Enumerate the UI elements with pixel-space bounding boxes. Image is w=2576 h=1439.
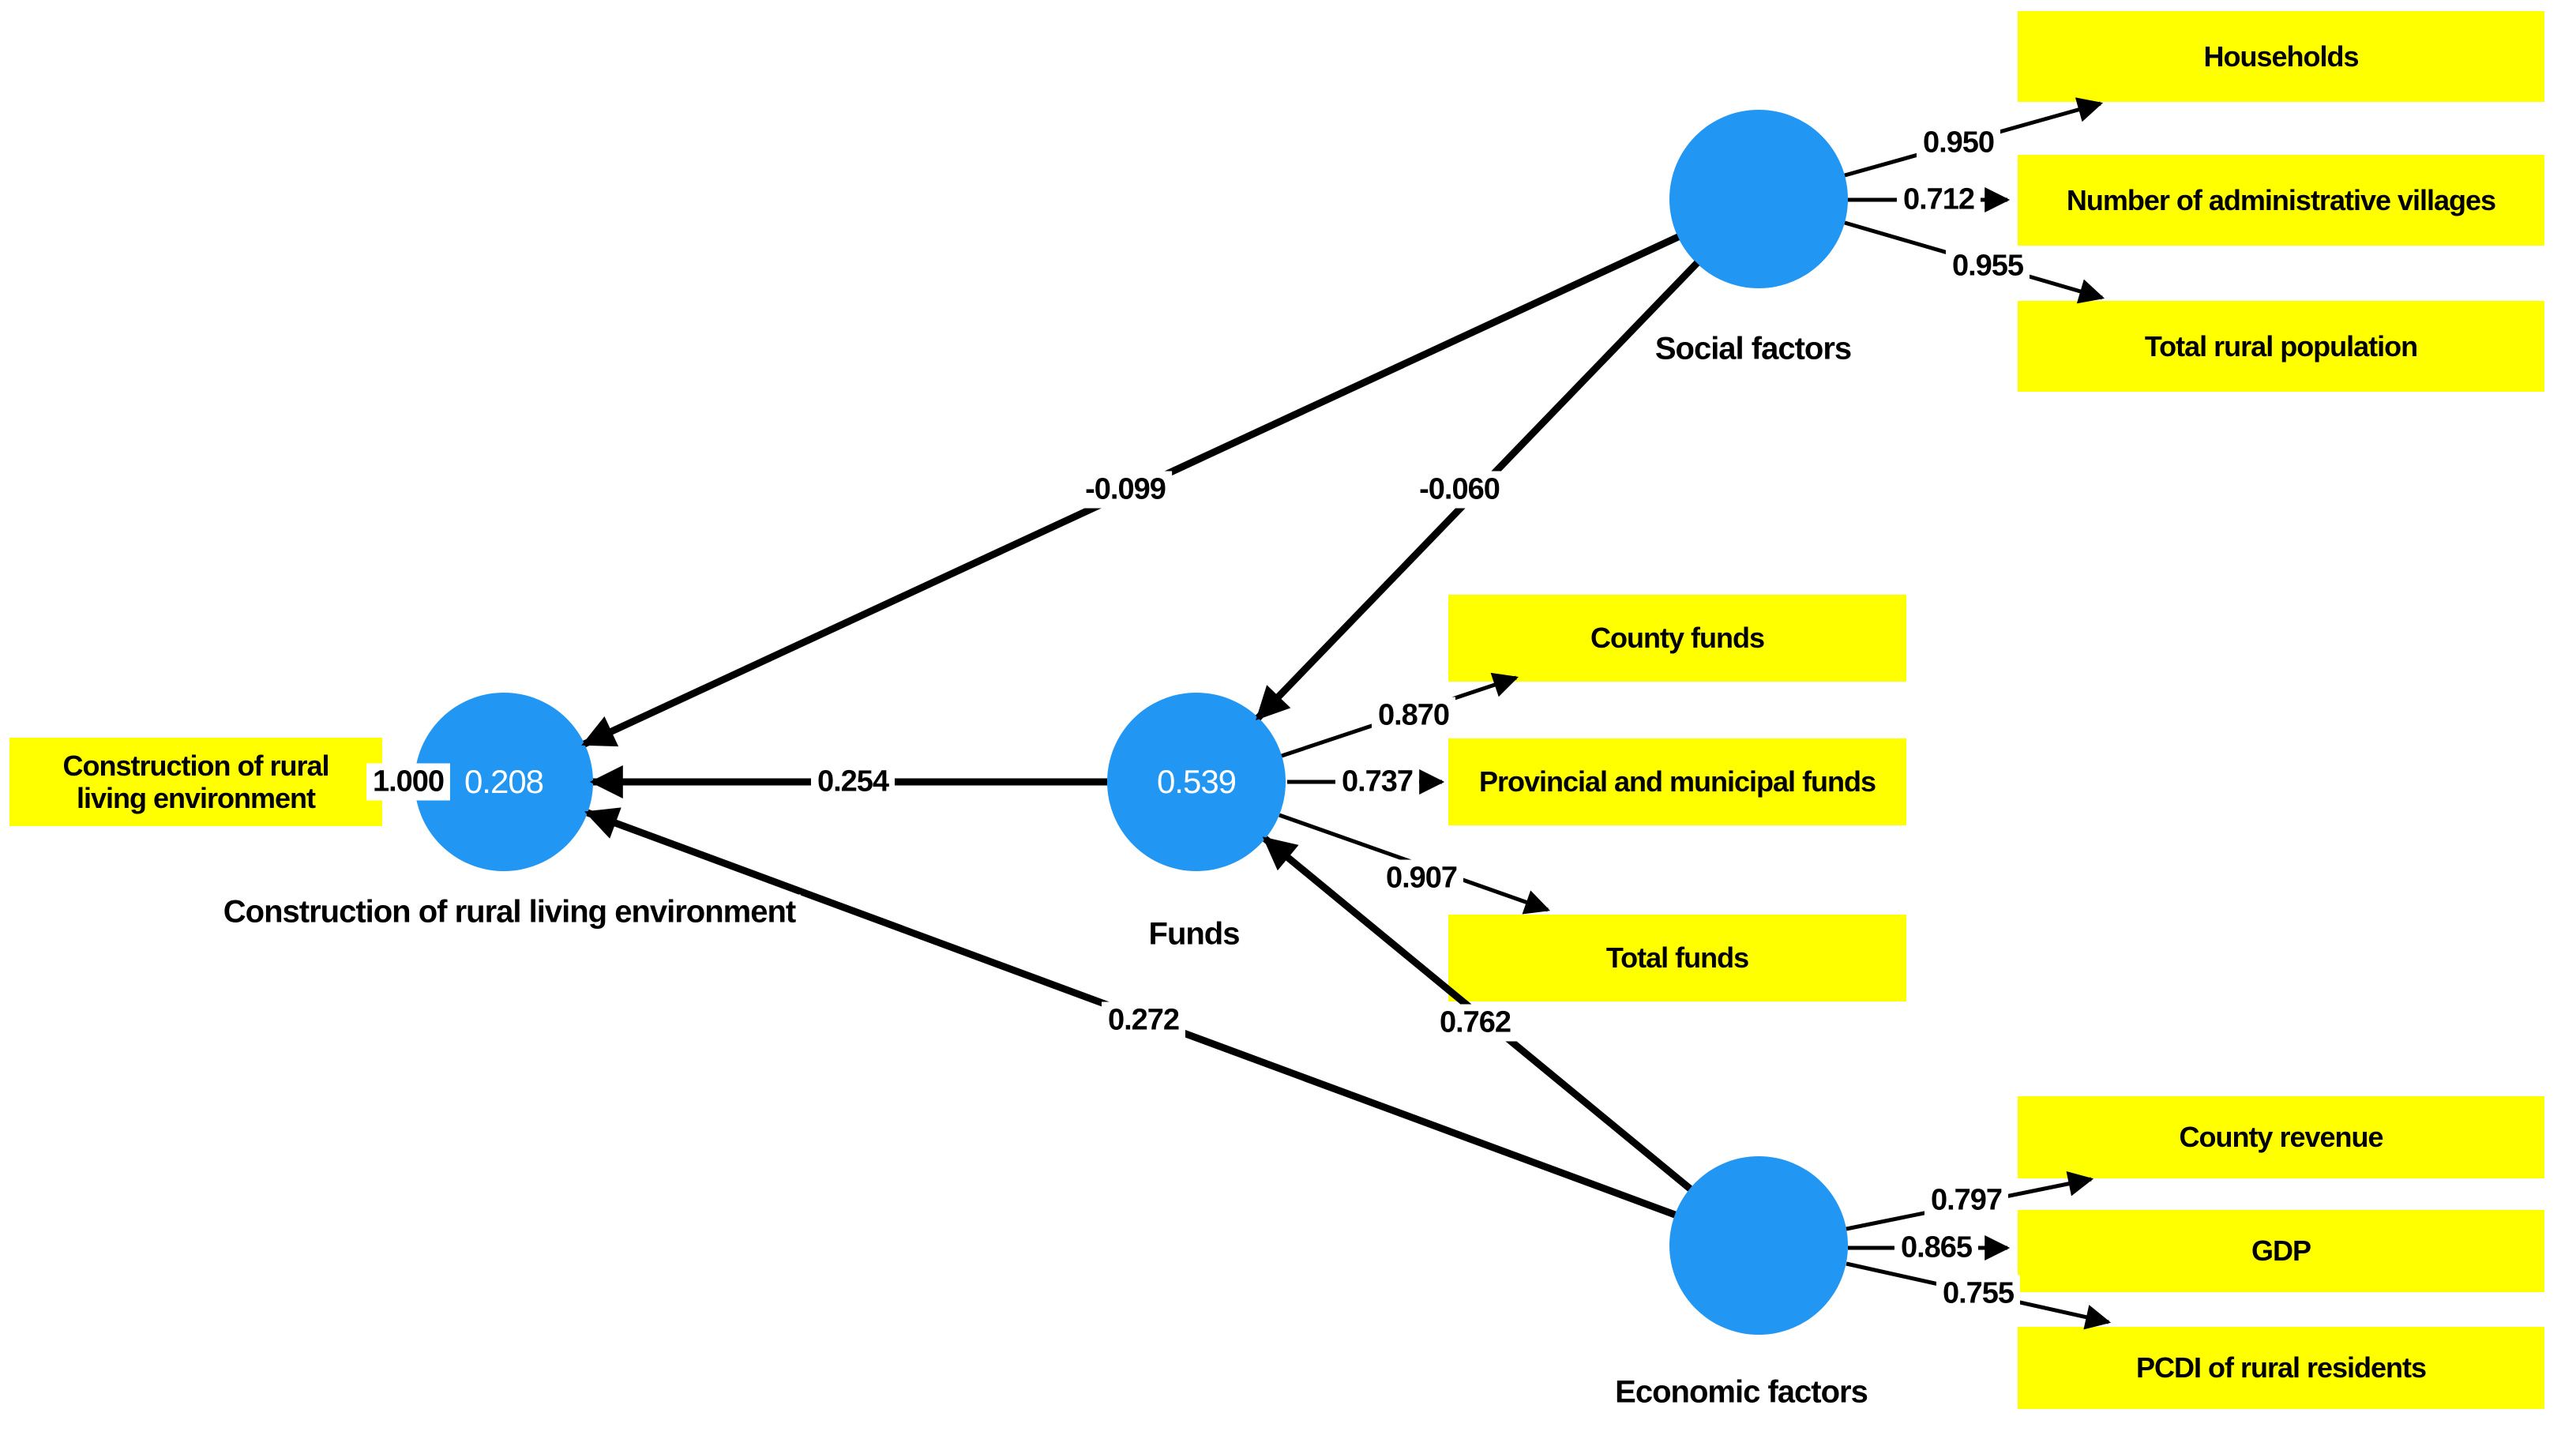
latent-node-funds: 0.539 [1107, 693, 1286, 871]
indicator-box-total-funds: Total funds [1448, 915, 1906, 1001]
indicator-box-provincial-municipal-funds: Provincial and municipal funds [1448, 738, 1906, 825]
indicator-label: PCDI of rural residents [2135, 1351, 2427, 1385]
indicator-label: Provincial and municipal funds [1478, 765, 1876, 798]
path-coefficient-social-funds: -0.060 [1413, 471, 1506, 509]
latent-node-social-factors [1669, 110, 1848, 288]
loading-value-county-revenue: 0.797 [1924, 1182, 2009, 1219]
loading-value-rural-population: 0.955 [1945, 247, 2030, 285]
loading-value-provincial-municipal: 0.737 [1335, 763, 1420, 801]
indicator-box-gdp: GDP [2018, 1210, 2544, 1292]
funds-r-squared-value: 0.539 [1156, 763, 1237, 800]
indicator-label: Total funds [1605, 941, 1749, 975]
construction-r-squared-value: 0.208 [464, 763, 544, 800]
indicator-box-county-revenue: County revenue [2018, 1096, 2544, 1178]
indicator-label: County revenue [2179, 1121, 2383, 1154]
node-label-economic-factors: Economic factors [1610, 1374, 1872, 1411]
indicator-box-rural-population: Total rural population [2018, 301, 2544, 392]
loading-value-total-funds: 0.907 [1379, 859, 1464, 897]
indicator-box-county-funds: County funds [1448, 595, 1906, 682]
indicator-label: Construction of rural living environment [62, 749, 330, 814]
indicator-box-admin-villages: Number of administrative villages [2018, 155, 2544, 246]
indicator-label: GDP [2251, 1234, 2311, 1268]
indicator-box-pcdi: PCDI of rural residents [2018, 1327, 2544, 1409]
loading-value-county-funds: 0.870 [1371, 697, 1456, 735]
node-label-social-factors: Social factors [1650, 331, 1857, 367]
indicator-box-construction: Construction of rural living environment [9, 738, 382, 826]
loading-value-gdp: 0.865 [1894, 1229, 1979, 1267]
path-coefficient-economic-funds: 0.762 [1433, 1004, 1518, 1042]
loading-value-admin-villages: 0.712 [1896, 181, 1981, 219]
path-coefficient-funds-construction: 0.254 [810, 763, 896, 801]
loading-value-construction-indicator: 1.000 [366, 763, 451, 801]
loading-value-households: 0.950 [1916, 124, 2001, 162]
indicator-box-households: Households [2018, 11, 2544, 102]
node-label-construction: Construction of rural living environment [218, 894, 801, 930]
indicator-label: Households [2203, 39, 2359, 73]
indicator-label: Number of administrative villages [2066, 183, 2496, 216]
loading-value-pcdi: 0.755 [1936, 1275, 2021, 1313]
latent-node-economic-factors [1669, 1156, 1848, 1335]
indicator-label: County funds [1590, 622, 1765, 655]
path-coefficient-social-construction: -0.099 [1079, 471, 1172, 509]
path-coefficient-economic-construction: 0.272 [1101, 1001, 1186, 1039]
latent-node-construction: 0.208 [415, 693, 593, 871]
indicator-label: Total rural population [2144, 329, 2418, 363]
node-label-funds: Funds [1143, 916, 1245, 952]
